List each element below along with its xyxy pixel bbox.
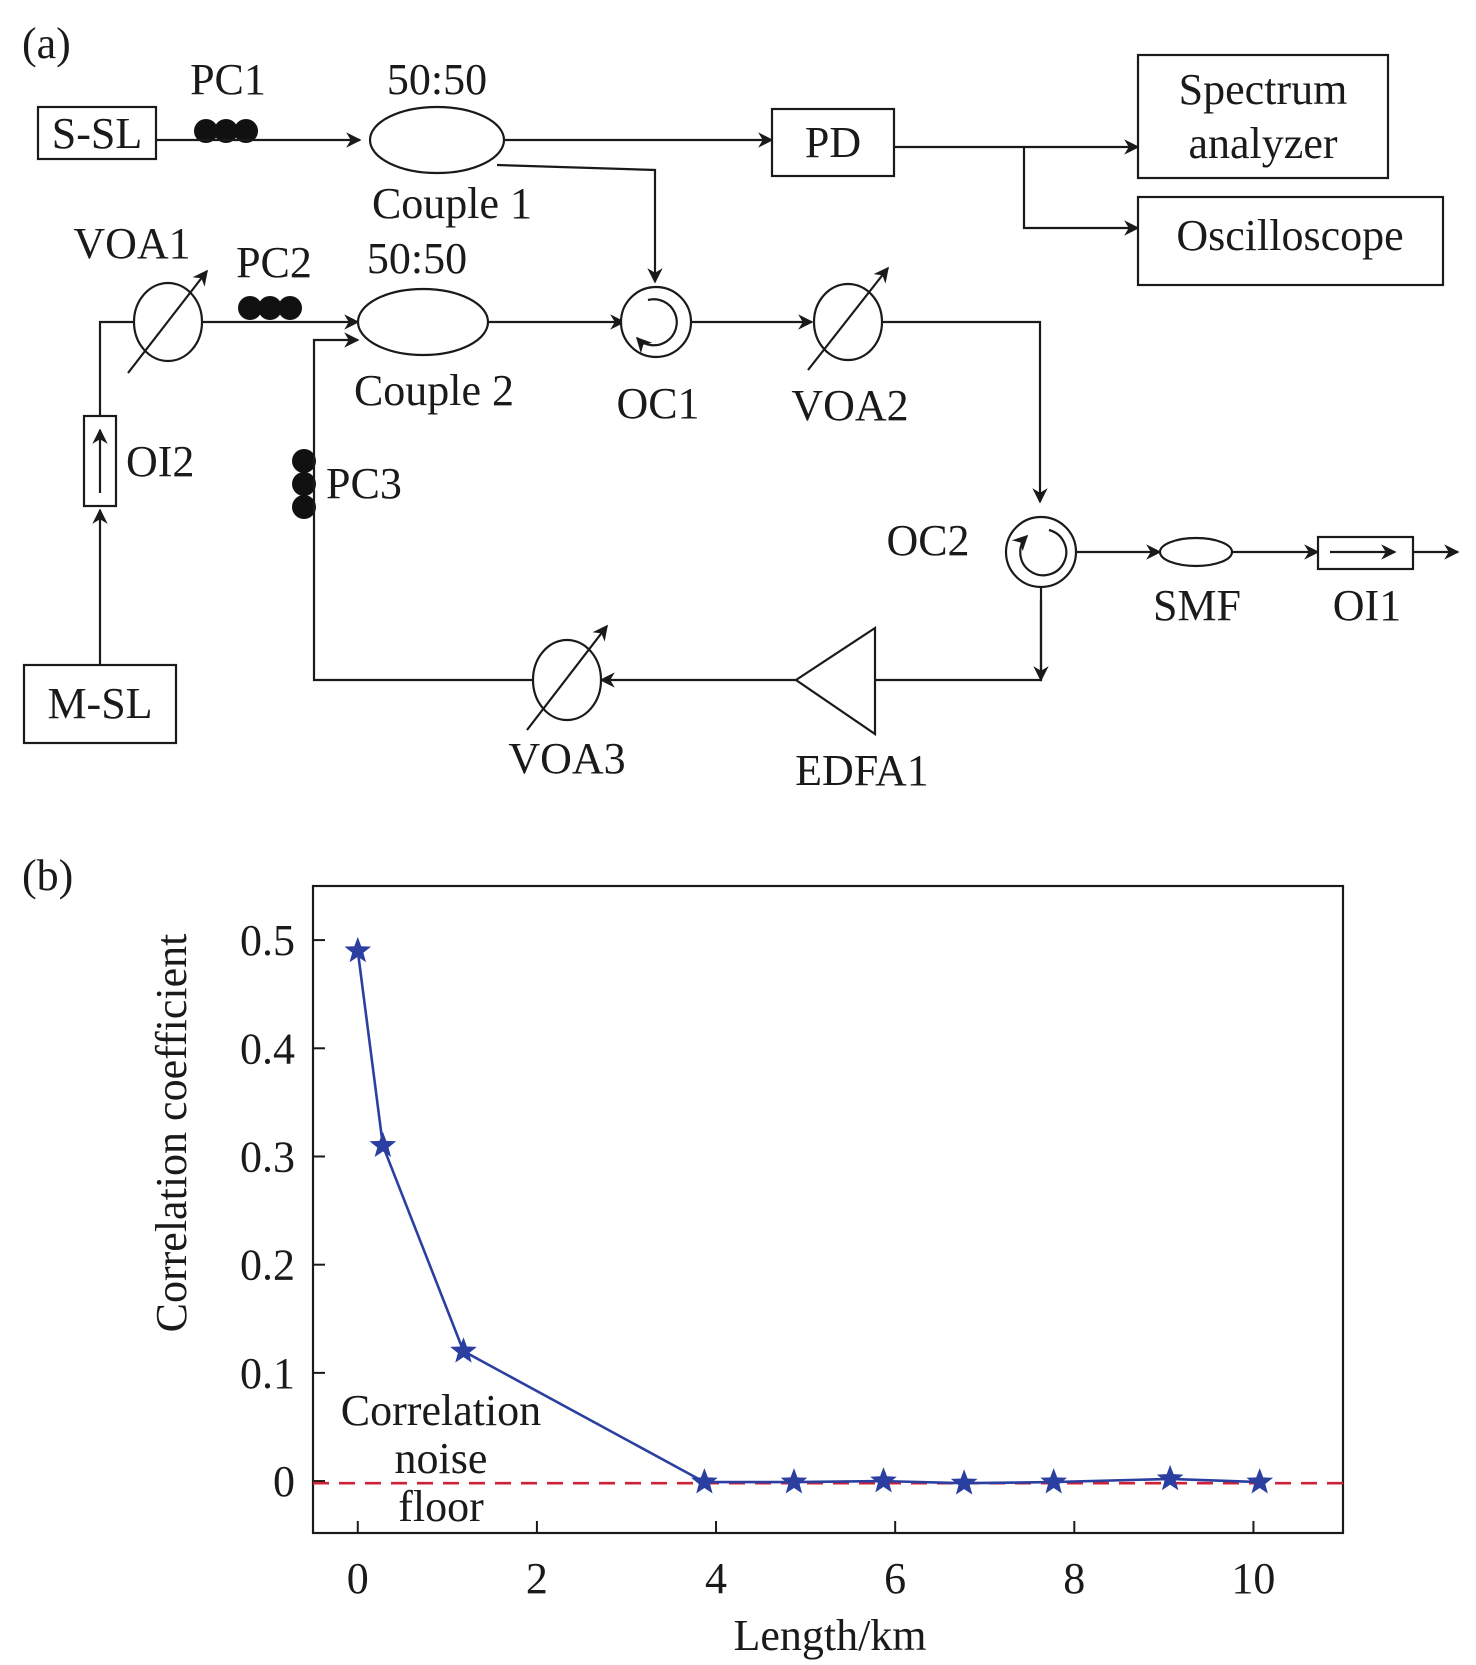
y-tick-label: 0.5 <box>240 916 295 965</box>
plot-frame <box>311 884 1345 1535</box>
x-tick-label: 10 <box>1231 1554 1275 1603</box>
s-sl-box <box>36 105 158 161</box>
annotation-line-2: noise <box>395 1434 488 1483</box>
data-point-star <box>1040 1468 1067 1494</box>
voa1-attenuator <box>127 269 208 374</box>
data-point-star <box>1246 1468 1273 1494</box>
spectrum-analyzer-box <box>1136 53 1390 180</box>
y-tick-label: 0 <box>273 1457 295 1506</box>
voa1-label: VOA1 <box>73 219 190 268</box>
annotation-line-3: floor <box>398 1482 484 1531</box>
oscilloscope-box <box>1136 195 1445 287</box>
data-point-star <box>870 1467 897 1493</box>
oi2-label: OI2 <box>126 437 194 486</box>
x-axis-label: Length/km <box>733 1611 926 1660</box>
pd-box <box>770 107 896 178</box>
fiber-voa2-to-oc2 <box>882 320 1048 504</box>
smf-spool <box>1158 536 1234 568</box>
coupler2-label: Couple 2 <box>354 366 514 415</box>
panel-b-label: (b) <box>22 851 73 900</box>
data-point-star <box>950 1469 978 1495</box>
pc3-paddles <box>292 449 316 519</box>
oc2-circulator <box>1004 515 1078 589</box>
voa3-attenuator <box>526 624 608 731</box>
oscilloscope-label: Oscilloscope <box>1176 211 1403 260</box>
data-point-star <box>691 1468 718 1494</box>
annotation-line-1: Correlation <box>341 1386 541 1435</box>
oc1-label: OC1 <box>616 379 699 428</box>
data-point-star <box>450 1337 477 1363</box>
m-sl-box <box>22 663 178 745</box>
coupler1-label: Couple 1 <box>372 179 532 228</box>
data-point-star <box>1156 1464 1184 1491</box>
data-point-star <box>780 1468 808 1494</box>
x-tick-label: 4 <box>705 1554 727 1603</box>
oc1-circulator <box>619 285 693 359</box>
data-point-star <box>344 936 372 963</box>
edfa1-label: EDFA1 <box>795 746 929 795</box>
cable-pd-to-oscilloscope <box>1022 147 1140 236</box>
x-tick-label: 6 <box>884 1554 906 1603</box>
y-axis-label: Correlation coefficient <box>147 934 196 1333</box>
x-tick-label: 0 <box>347 1554 369 1603</box>
pc1-label: PC1 <box>190 55 266 104</box>
coupler2-shape <box>356 287 490 357</box>
edfa1-amplifier <box>794 625 877 737</box>
fiber-coupler1-to-oc1 <box>496 163 663 284</box>
data-point-star <box>369 1131 397 1157</box>
voa3-label: VOA3 <box>508 734 625 783</box>
spectrum-label-line2: analyzer <box>1189 119 1338 168</box>
voa2-label: VOA2 <box>791 381 908 430</box>
y-tick-label: 0.2 <box>240 1241 295 1290</box>
noise-floor-annotation: Correlation noise floor <box>341 1386 541 1531</box>
pc2-paddles <box>238 296 302 320</box>
smf-label: SMF <box>1153 581 1241 630</box>
coupler2-ratio: 50:50 <box>367 234 467 283</box>
m-sl-label: M-SL <box>47 679 152 728</box>
pc2-label: PC2 <box>236 238 312 287</box>
y-tick-label: 0.1 <box>240 1349 295 1398</box>
coupler1-shape <box>368 105 506 175</box>
s-sl-label: S-SL <box>52 109 142 158</box>
spectrum-label-line1: Spectrum <box>1179 65 1348 114</box>
x-tick-label: 8 <box>1063 1554 1085 1603</box>
pd-label: PD <box>805 118 861 167</box>
panel-a-label: (a) <box>22 19 71 68</box>
panel-a-setup-diagram: (a) S-SL PC1 50:50 Couple 1 PD Spectrum … <box>22 19 1460 795</box>
y-tick-label: 0.3 <box>240 1132 295 1181</box>
panel-b-chart: (b) Correlation coefficient Length/km 0 2… <box>22 851 1345 1660</box>
pc3-label: PC3 <box>326 459 402 508</box>
voa2-attenuator <box>807 266 889 371</box>
y-tick-label: 0.4 <box>240 1024 295 1073</box>
oc2-label: OC2 <box>886 516 969 565</box>
plot-area: 0 2 4 6 8 10 0 0.1 0.2 0.3 0.4 0.5 <box>240 884 1345 1603</box>
oi1-label: OI1 <box>1333 581 1401 630</box>
fiber-oi2-to-voa1 <box>98 320 134 416</box>
coupler1-ratio: 50:50 <box>387 55 487 104</box>
fiber-loop-to-coupler2 <box>312 332 567 682</box>
x-tick-label: 2 <box>526 1554 548 1603</box>
series-line <box>356 950 1260 1485</box>
pc1-paddles <box>194 119 258 143</box>
